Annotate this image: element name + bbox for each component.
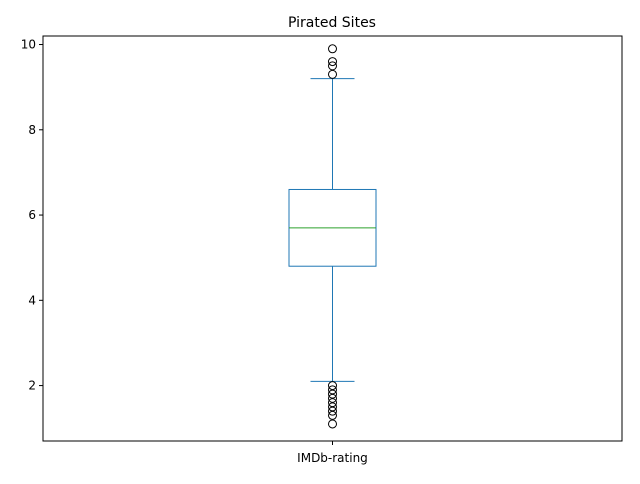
outlier-point bbox=[328, 410, 337, 420]
y-tick-label: 6 bbox=[28, 208, 36, 222]
outlier-point bbox=[328, 406, 337, 416]
outlier-point bbox=[328, 398, 337, 408]
outlier-point bbox=[328, 57, 337, 67]
y-tick-label: 8 bbox=[28, 123, 36, 137]
outlier-point bbox=[328, 69, 337, 79]
y-tick-label: 2 bbox=[28, 379, 36, 393]
outlier-point bbox=[328, 419, 337, 429]
y-tick-label: 4 bbox=[28, 293, 36, 307]
y-tick-label: 10 bbox=[21, 38, 36, 52]
outlier-point bbox=[328, 402, 337, 412]
outlier-point bbox=[328, 393, 337, 403]
outlier-point bbox=[328, 385, 337, 395]
outlier-point bbox=[328, 61, 337, 71]
x-tick-label: IMDb-rating bbox=[297, 451, 368, 465]
outlier-point bbox=[328, 44, 337, 54]
outlier-point bbox=[328, 389, 337, 399]
outlier-point bbox=[328, 381, 337, 391]
chart-title: Pirated Sites bbox=[288, 15, 376, 31]
